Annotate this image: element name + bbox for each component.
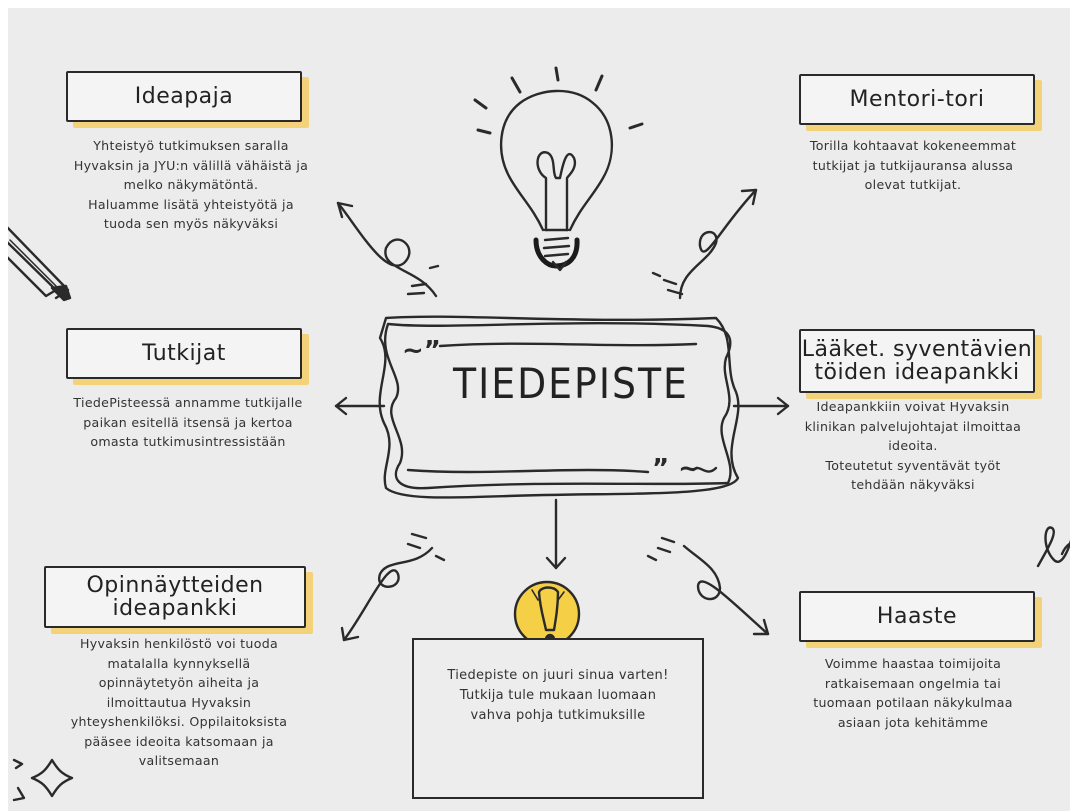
arrow-laaket: [732, 396, 790, 416]
mentori-title-text: Mentori-tori: [849, 86, 985, 112]
arrow-mentori: [651, 188, 758, 300]
desc-line: Torilla kohtaavat kokeneemmat: [809, 138, 1017, 153]
arrow-opinnayte: [340, 532, 446, 642]
node-laaket-description: Ideapankkiin voivat Hyvaksin klinikan pa…: [763, 397, 1063, 495]
desc-line: Haluamme lisätä yhteistyötä ja: [88, 196, 294, 212]
main-title: TIEDEPISTE: [453, 359, 689, 408]
desc-line: tuoda sen myös näkyväksi: [103, 216, 279, 231]
ideapaja-title-text: Ideapaja: [134, 83, 234, 109]
desc-line: olevat tutkijat.: [864, 177, 962, 192]
desc-line: klinikan palvelujohtajat ilmoittaa: [804, 418, 1022, 434]
desc-line: ideoita.: [888, 438, 938, 453]
desc-line: paikan esitellä itsensä ja kertoa: [83, 414, 293, 430]
lightbulb-icon: [473, 66, 644, 272]
node-tutkijat-description: TiedePisteessä annamme tutkijalle paikan…: [38, 393, 338, 452]
pencil-icon: [8, 226, 72, 302]
sparkle-icon: [12, 758, 74, 802]
arrow-tutkijat: [334, 396, 386, 416]
desc-line: tutkijat ja tutkijauransa alussa: [812, 157, 1014, 173]
close-quote: ” ~: [652, 454, 700, 484]
arrow-haaste: [646, 536, 770, 636]
node-laaket-title: Lääket. syventävien töiden ideapankki: [799, 329, 1035, 393]
desc-line: Hyvaksin henkilöstö voi tuoda: [79, 636, 279, 651]
desc-line: vahva pohja tutkimuksille: [470, 708, 646, 723]
tutkijat-title-text: Tutkijat: [142, 340, 226, 366]
node-haaste-title: Haaste: [799, 591, 1035, 642]
desc-line: Tiedepiste on juuri sinua varten!: [447, 668, 669, 683]
desc-line: tehdään näkyväksi: [851, 477, 975, 492]
desc-line: pääsee ideoita katsomaan ja: [84, 733, 274, 749]
desc-line: Ideapankkiin voivat Hyvaksin: [816, 399, 1010, 414]
desc-line: matalalla kynnyksellä: [107, 655, 251, 671]
laaket-title-line1: Lääket. syventävien: [801, 336, 1033, 362]
node-mentori-description: Torilla kohtaavat kokeneemmat tutkijat j…: [768, 136, 1058, 195]
desc-line: omasta tutkimusintressistään: [90, 434, 286, 449]
node-opinnayte-description: Hyvaksin henkilöstö voi tuoda matalalla …: [34, 634, 324, 771]
haaste-title-text: Haaste: [876, 603, 958, 629]
arrow-center-down: [545, 498, 567, 570]
desc-line: yhteyshenkilöksi. Oppilaitoksista: [70, 714, 288, 729]
desc-line: tuomaan potilaan näkykulmaa: [813, 695, 1013, 710]
desc-line: Hyvaksin ja JYU:n välillä vähäistä ja: [73, 157, 309, 173]
laaket-title-line2: töiden ideapankki: [814, 360, 1020, 385]
node-tutkijat-title: Tutkijat: [66, 328, 302, 379]
node-haaste-description: Voimme haastaa toimijoita ratkaisemaan o…: [768, 654, 1058, 732]
doodle-layer: [8, 66, 1070, 802]
desc-line: Voimme haastaa toimijoita: [824, 656, 1002, 671]
desc-line: Tutkija tule mukaan luomaan: [459, 688, 657, 703]
desc-line: valitsemaan: [138, 753, 220, 768]
mind-map-canvas: TIEDEPISTE Ideapaja Yhteistyö tutkimukse…: [8, 8, 1070, 811]
swirl-arrow-icon: [1036, 526, 1070, 568]
node-mentori-title: Mentori-tori: [799, 74, 1035, 125]
arrow-ideapaja: [336, 201, 440, 298]
desc-line: ratkaisemaan ongelmia tai: [824, 675, 1002, 691]
opinnayte-title-line2: ideapankki: [112, 596, 238, 621]
node-opinnayte-title: Opinnäytteiden ideapankki: [44, 566, 306, 628]
desc-line: Toteutetut syventävät työt: [825, 457, 1001, 473]
open-quote: ~”: [402, 336, 441, 366]
desc-line: TiedePisteessä annamme tutkijalle: [73, 395, 303, 410]
center-frame: [378, 315, 740, 499]
node-bottom-box: Tiedepiste on juuri sinua varten! Tutkij…: [412, 638, 704, 799]
desc-line: ilmoittautua Hyvaksin: [106, 694, 252, 710]
desc-line: asiaan jota kehitämme: [837, 714, 989, 730]
desc-line: opinnäytetyön aiheita ja: [98, 675, 260, 690]
node-ideapaja-title: Ideapaja: [66, 71, 302, 122]
node-ideapaja-description: Yhteistyö tutkimuksen saralla Hyvaksin j…: [46, 136, 336, 234]
exclamation-icon: [513, 580, 581, 648]
desc-line: melko näkymätöntä.: [123, 177, 259, 192]
node-bottom-description: Tiedepiste on juuri sinua varten! Tutkij…: [414, 666, 702, 726]
opinnayte-title-line1: Opinnäytteiden: [86, 572, 264, 598]
desc-line: Yhteistyö tutkimuksen saralla: [93, 138, 289, 153]
